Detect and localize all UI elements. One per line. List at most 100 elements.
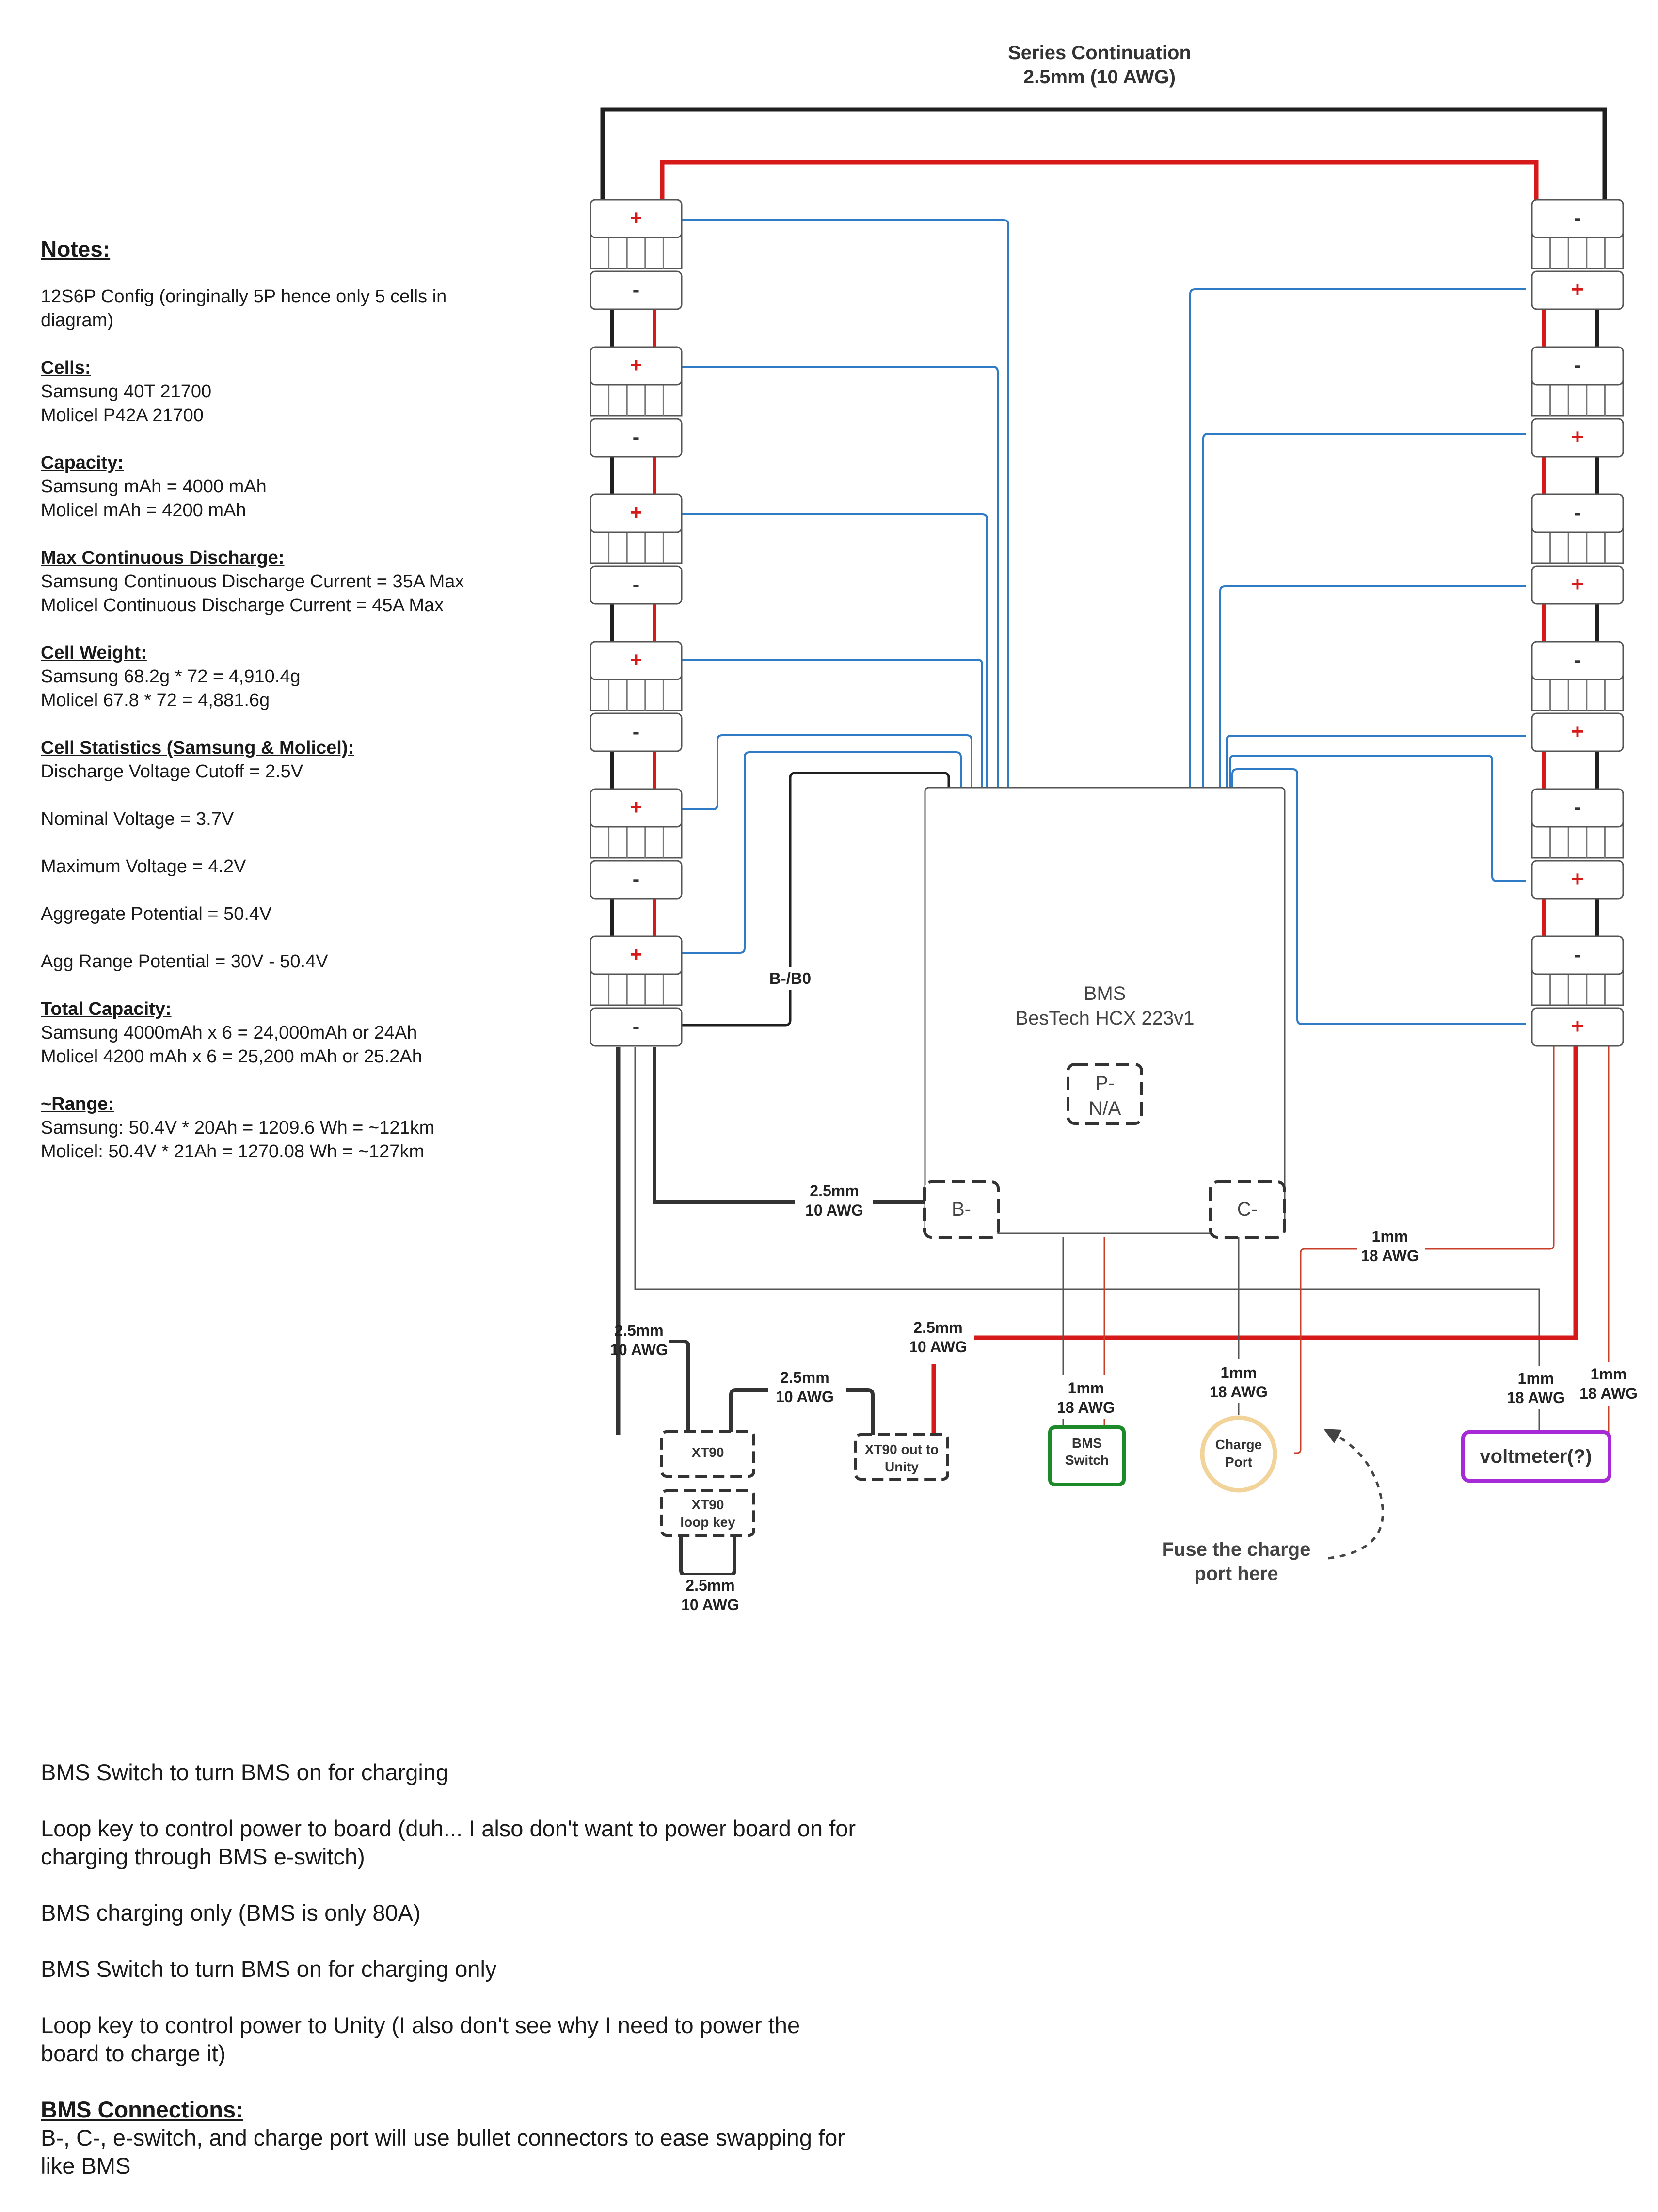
notes-cells-heading: Cells: [41, 358, 91, 378]
terminal-plate [1531, 935, 1624, 975]
notes-config-1: 12S6P Config (oringinally 5P hence only … [41, 286, 447, 307]
red-wire-gap [923, 1359, 944, 1364]
terminal-negative: - [1574, 501, 1581, 524]
cell-module-right-2: -+ [1531, 346, 1624, 458]
bottom-note-5b: board to charge it) [41, 2040, 226, 2066]
bms-switch [1048, 1425, 1126, 1486]
bottom-notes: BMS Switch to turn BMS on for charging L… [41, 1758, 913, 2180]
wire-b-label-bg [795, 1180, 873, 1224]
terminal-positive: + [1571, 1014, 1584, 1038]
fuse-note-line2: port here [1194, 1563, 1278, 1584]
series-title-line1: Series Continuation [1008, 42, 1191, 63]
terminal-plate [590, 270, 683, 310]
notes-weight-heading: Cell Weight: [41, 643, 147, 663]
terminal-negative: - [1574, 206, 1581, 230]
wire-charge-label-line1: 1mm [1221, 1364, 1257, 1381]
xt90-out-connector [854, 1433, 949, 1481]
terminal-plate [590, 199, 683, 238]
b-b0-wire [679, 772, 950, 1027]
wire-volt2-label-bg [1577, 1362, 1644, 1406]
wire-left-label-line2: 10 AWG [610, 1341, 668, 1359]
notes-cells-1: Samsung 40T 21700 [41, 381, 212, 402]
notes-discharge-heading: Max Continuous Discharge: [41, 548, 285, 568]
bottom-note-5a: Loop key to control power to Unity (I al… [41, 2012, 800, 2038]
b-minus-wire [653, 1047, 925, 1204]
bottom-connections-heading: BMS Connections: [41, 2097, 243, 2122]
notes-total-1: Samsung 4000mAh x 6 = 24,000mAh or 24Ah [41, 1023, 417, 1043]
wire-left-label-line1: 2.5mm [614, 1322, 663, 1339]
cell-module-left-3: +- [590, 493, 683, 605]
bms-p-port [1067, 1063, 1143, 1125]
wire-volt2-label-line1: 1mm [1591, 1365, 1627, 1383]
xt90-neg-wire [669, 1340, 690, 1432]
bms-switch-label-1: BMS [1072, 1436, 1102, 1451]
xt90-connector [660, 1430, 755, 1478]
notes-capacity-heading: Capacity: [41, 453, 124, 473]
voltmeter-label: voltmeter(?) [1480, 1446, 1592, 1467]
notes-stats-3: Maximum Voltage = 4.2V [41, 856, 246, 877]
wire-mid-label-line2: 10 AWG [776, 1388, 834, 1406]
terminal-plate [590, 493, 683, 533]
bms-c-port [1209, 1180, 1286, 1239]
wire-1mm-right-label-bg [1357, 1225, 1425, 1268]
bottom-note-3: BMS charging only (BMS is only 80A) [41, 1900, 421, 1926]
notes-stats-2: Nominal Voltage = 3.7V [41, 809, 234, 829]
terminal-positive: + [1571, 720, 1584, 743]
xt90-label: XT90 [692, 1445, 724, 1460]
wire-loop-label-line2: 10 AWG [681, 1596, 739, 1613]
wire-volt2-label-line2: 18 AWG [1579, 1385, 1638, 1402]
cell-module-left-2: +- [590, 346, 683, 458]
terminal-plate [1531, 1007, 1624, 1047]
cell-module-left-5: +- [590, 788, 683, 900]
terminal-negative: - [633, 572, 640, 596]
terminal-negative: - [1574, 795, 1581, 819]
charge-port [1200, 1415, 1277, 1493]
cell-module-left-6: +- [590, 935, 683, 1047]
wire-switch-label-line1: 1mm [1068, 1379, 1104, 1397]
terminal-plate [590, 1007, 683, 1047]
notes-panel: Notes: 12S6P Config (oringinally 5P henc… [41, 237, 574, 1164]
terminal-plate [1531, 418, 1624, 458]
bms-label: BMS [1084, 983, 1126, 1004]
wire-mid-label-line1: 2.5mm [780, 1369, 829, 1386]
bms-p-port-na: N/A [1089, 1098, 1121, 1119]
cell-modules: +-+-+-+-+-+--+-+-+-+-+-+ [590, 199, 1624, 1047]
cell-module-right-1: -+ [1531, 199, 1624, 310]
terminal-plate [1531, 712, 1624, 752]
terminal-plate [1531, 641, 1624, 680]
wire-volt1-label-line1: 1mm [1518, 1370, 1554, 1387]
bms-model: BesTech HCX 223v1 [1015, 1008, 1194, 1029]
xt90-loop-key [660, 1489, 755, 1537]
terminal-positive: + [1571, 867, 1584, 891]
terminal-plate [1531, 270, 1624, 310]
balance-leads-right [1189, 288, 1526, 1025]
fuse-note-line1: Fuse the charge [1162, 1539, 1311, 1560]
b-b0-label-bg [766, 967, 814, 990]
bottom-note-6b: like BMS [41, 2153, 131, 2179]
terminal-negative: - [1574, 648, 1581, 672]
charge-port-label-1: Charge [1215, 1437, 1262, 1452]
bms-b-port [923, 1180, 1000, 1239]
wire-switch-label-bg [1054, 1375, 1117, 1419]
wire-mid-label-bg [768, 1367, 846, 1410]
terminal-negative: - [633, 867, 640, 891]
terminal-positive: + [630, 795, 642, 819]
terminal-positive: + [630, 501, 642, 524]
terminal-plate [590, 418, 683, 458]
notes-discharge-1: Samsung Continuous Discharge Current = 3… [41, 571, 464, 592]
charge-port-label-2: Port [1225, 1454, 1252, 1469]
terminal-positive: + [1571, 278, 1584, 301]
series-black-wire [600, 107, 1607, 200]
wire-volt1-label-line2: 18 AWG [1507, 1389, 1565, 1406]
xt90-loop-label-2: loop key [680, 1515, 735, 1530]
loop-key-wire [679, 1535, 736, 1577]
notes-weight-1: Samsung 68.2g * 72 = 4,910.4g [41, 666, 301, 687]
bms-b-port-label: B- [952, 1199, 971, 1220]
terminal-plate [590, 641, 683, 680]
notes-stats-heading: Cell Statistics (Samsung & Molicel): [41, 738, 354, 758]
notes-stats-5: Agg Range Potential = 30V - 50.4V [41, 951, 328, 972]
terminal-negative: - [1574, 353, 1581, 377]
notes-heading: Notes: [41, 237, 111, 262]
bottom-note-2a: Loop key to control power to board (duh.… [41, 1816, 856, 1841]
